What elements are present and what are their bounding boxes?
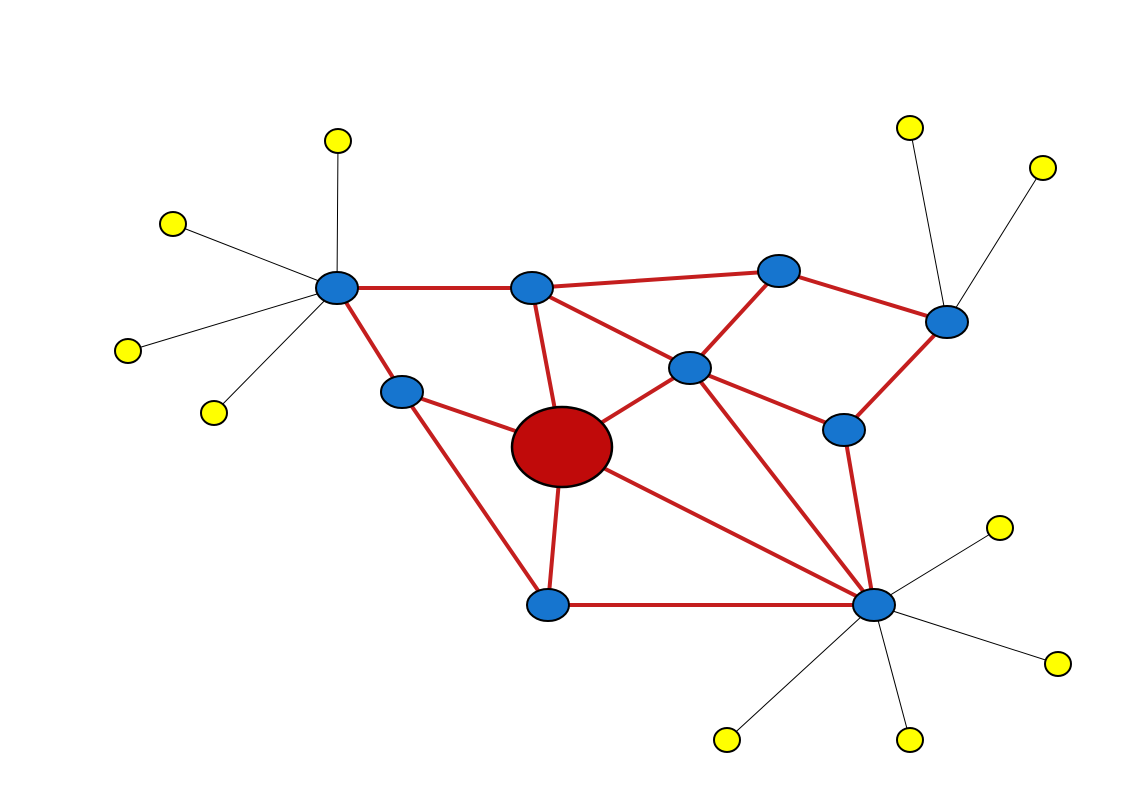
leaf-node bbox=[159, 211, 187, 237]
backbone-link bbox=[688, 269, 781, 370]
leaf-links bbox=[127, 127, 1059, 741]
router-node bbox=[315, 271, 359, 305]
leaf-node bbox=[713, 727, 741, 753]
router-node bbox=[925, 305, 969, 339]
router-node bbox=[526, 588, 570, 622]
router-node bbox=[380, 375, 424, 409]
backbone-link bbox=[530, 286, 692, 370]
leaf-node bbox=[1029, 155, 1057, 181]
leaf-link bbox=[336, 140, 339, 289]
leaf-link bbox=[873, 527, 1001, 606]
leaf-link bbox=[172, 223, 338, 289]
backbone-link bbox=[842, 320, 949, 432]
leaf-link bbox=[946, 167, 1044, 323]
leaf-node bbox=[114, 338, 142, 364]
backbone-link bbox=[842, 428, 876, 607]
leaf-node bbox=[1044, 651, 1072, 677]
backbone-link bbox=[688, 366, 846, 432]
router-node bbox=[510, 271, 554, 305]
leaf-link bbox=[873, 604, 911, 741]
router-node bbox=[757, 254, 801, 288]
leaf-node bbox=[200, 400, 228, 426]
nodes bbox=[114, 115, 1072, 753]
leaf-link bbox=[909, 127, 948, 323]
backbone-link bbox=[530, 269, 781, 290]
backbone-link bbox=[400, 390, 550, 607]
router-node bbox=[822, 413, 866, 447]
hub-node bbox=[510, 405, 614, 489]
leaf-node bbox=[896, 115, 924, 141]
leaf-node bbox=[324, 128, 352, 154]
leaf-link bbox=[213, 287, 338, 414]
backbone-link bbox=[560, 445, 876, 607]
backbone-link bbox=[335, 286, 404, 394]
leaf-link bbox=[127, 287, 338, 352]
backbone-link bbox=[688, 366, 876, 607]
leaf-link bbox=[726, 604, 875, 741]
router-node bbox=[852, 588, 896, 622]
backbone-link bbox=[777, 269, 949, 324]
leaf-node bbox=[986, 515, 1014, 541]
router-node bbox=[668, 351, 712, 385]
leaf-node bbox=[896, 727, 924, 753]
leaf-link bbox=[873, 604, 1059, 665]
